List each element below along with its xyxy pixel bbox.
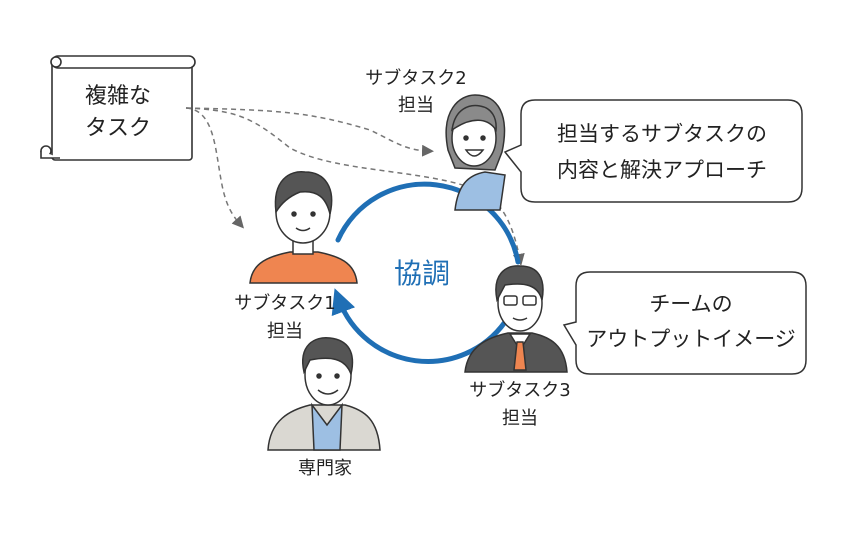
sub3-label-line2: 担当 (502, 408, 538, 429)
sub1-label-line1: サブタスク1 (234, 293, 336, 314)
arrow-to-sub1 (185, 107, 244, 229)
sub2-bubble-line1: 担当するサブタスクの (557, 122, 767, 146)
task-label-line2: タスク (84, 116, 152, 141)
expert-label: 専門家 (298, 458, 352, 479)
expert-person-icon (267, 337, 381, 451)
coordination-label: 協調 (393, 257, 451, 290)
task-split-arrows (185, 107, 525, 266)
cycle-arc-top (335, 181, 521, 265)
sub3-label-line1: サブタスク3 (469, 380, 571, 401)
sub1-label-line2: 担当 (267, 321, 303, 342)
scroll-icon (40, 55, 196, 161)
task-label-line1: 複雑な (84, 84, 152, 109)
sub2-label-line1: サブタスク2 (365, 68, 467, 89)
sub2-label-line2: 担当 (398, 95, 434, 116)
sub3-person-icon (464, 265, 568, 373)
sub2-bubble-line2: 内容と解決アプローチ (557, 158, 767, 182)
sub3-bubble-line2: アウトプットイメージ (586, 327, 796, 351)
sub1-person-icon (249, 171, 358, 284)
sub3-speech-bubble (562, 271, 807, 375)
arrow-to-sub2 (185, 107, 434, 157)
sub3-bubble-line1: チームの (649, 292, 733, 316)
sub2-speech-bubble (503, 99, 803, 203)
sub2-person-icon (445, 94, 506, 211)
arrow-to-sub3 (185, 107, 525, 266)
